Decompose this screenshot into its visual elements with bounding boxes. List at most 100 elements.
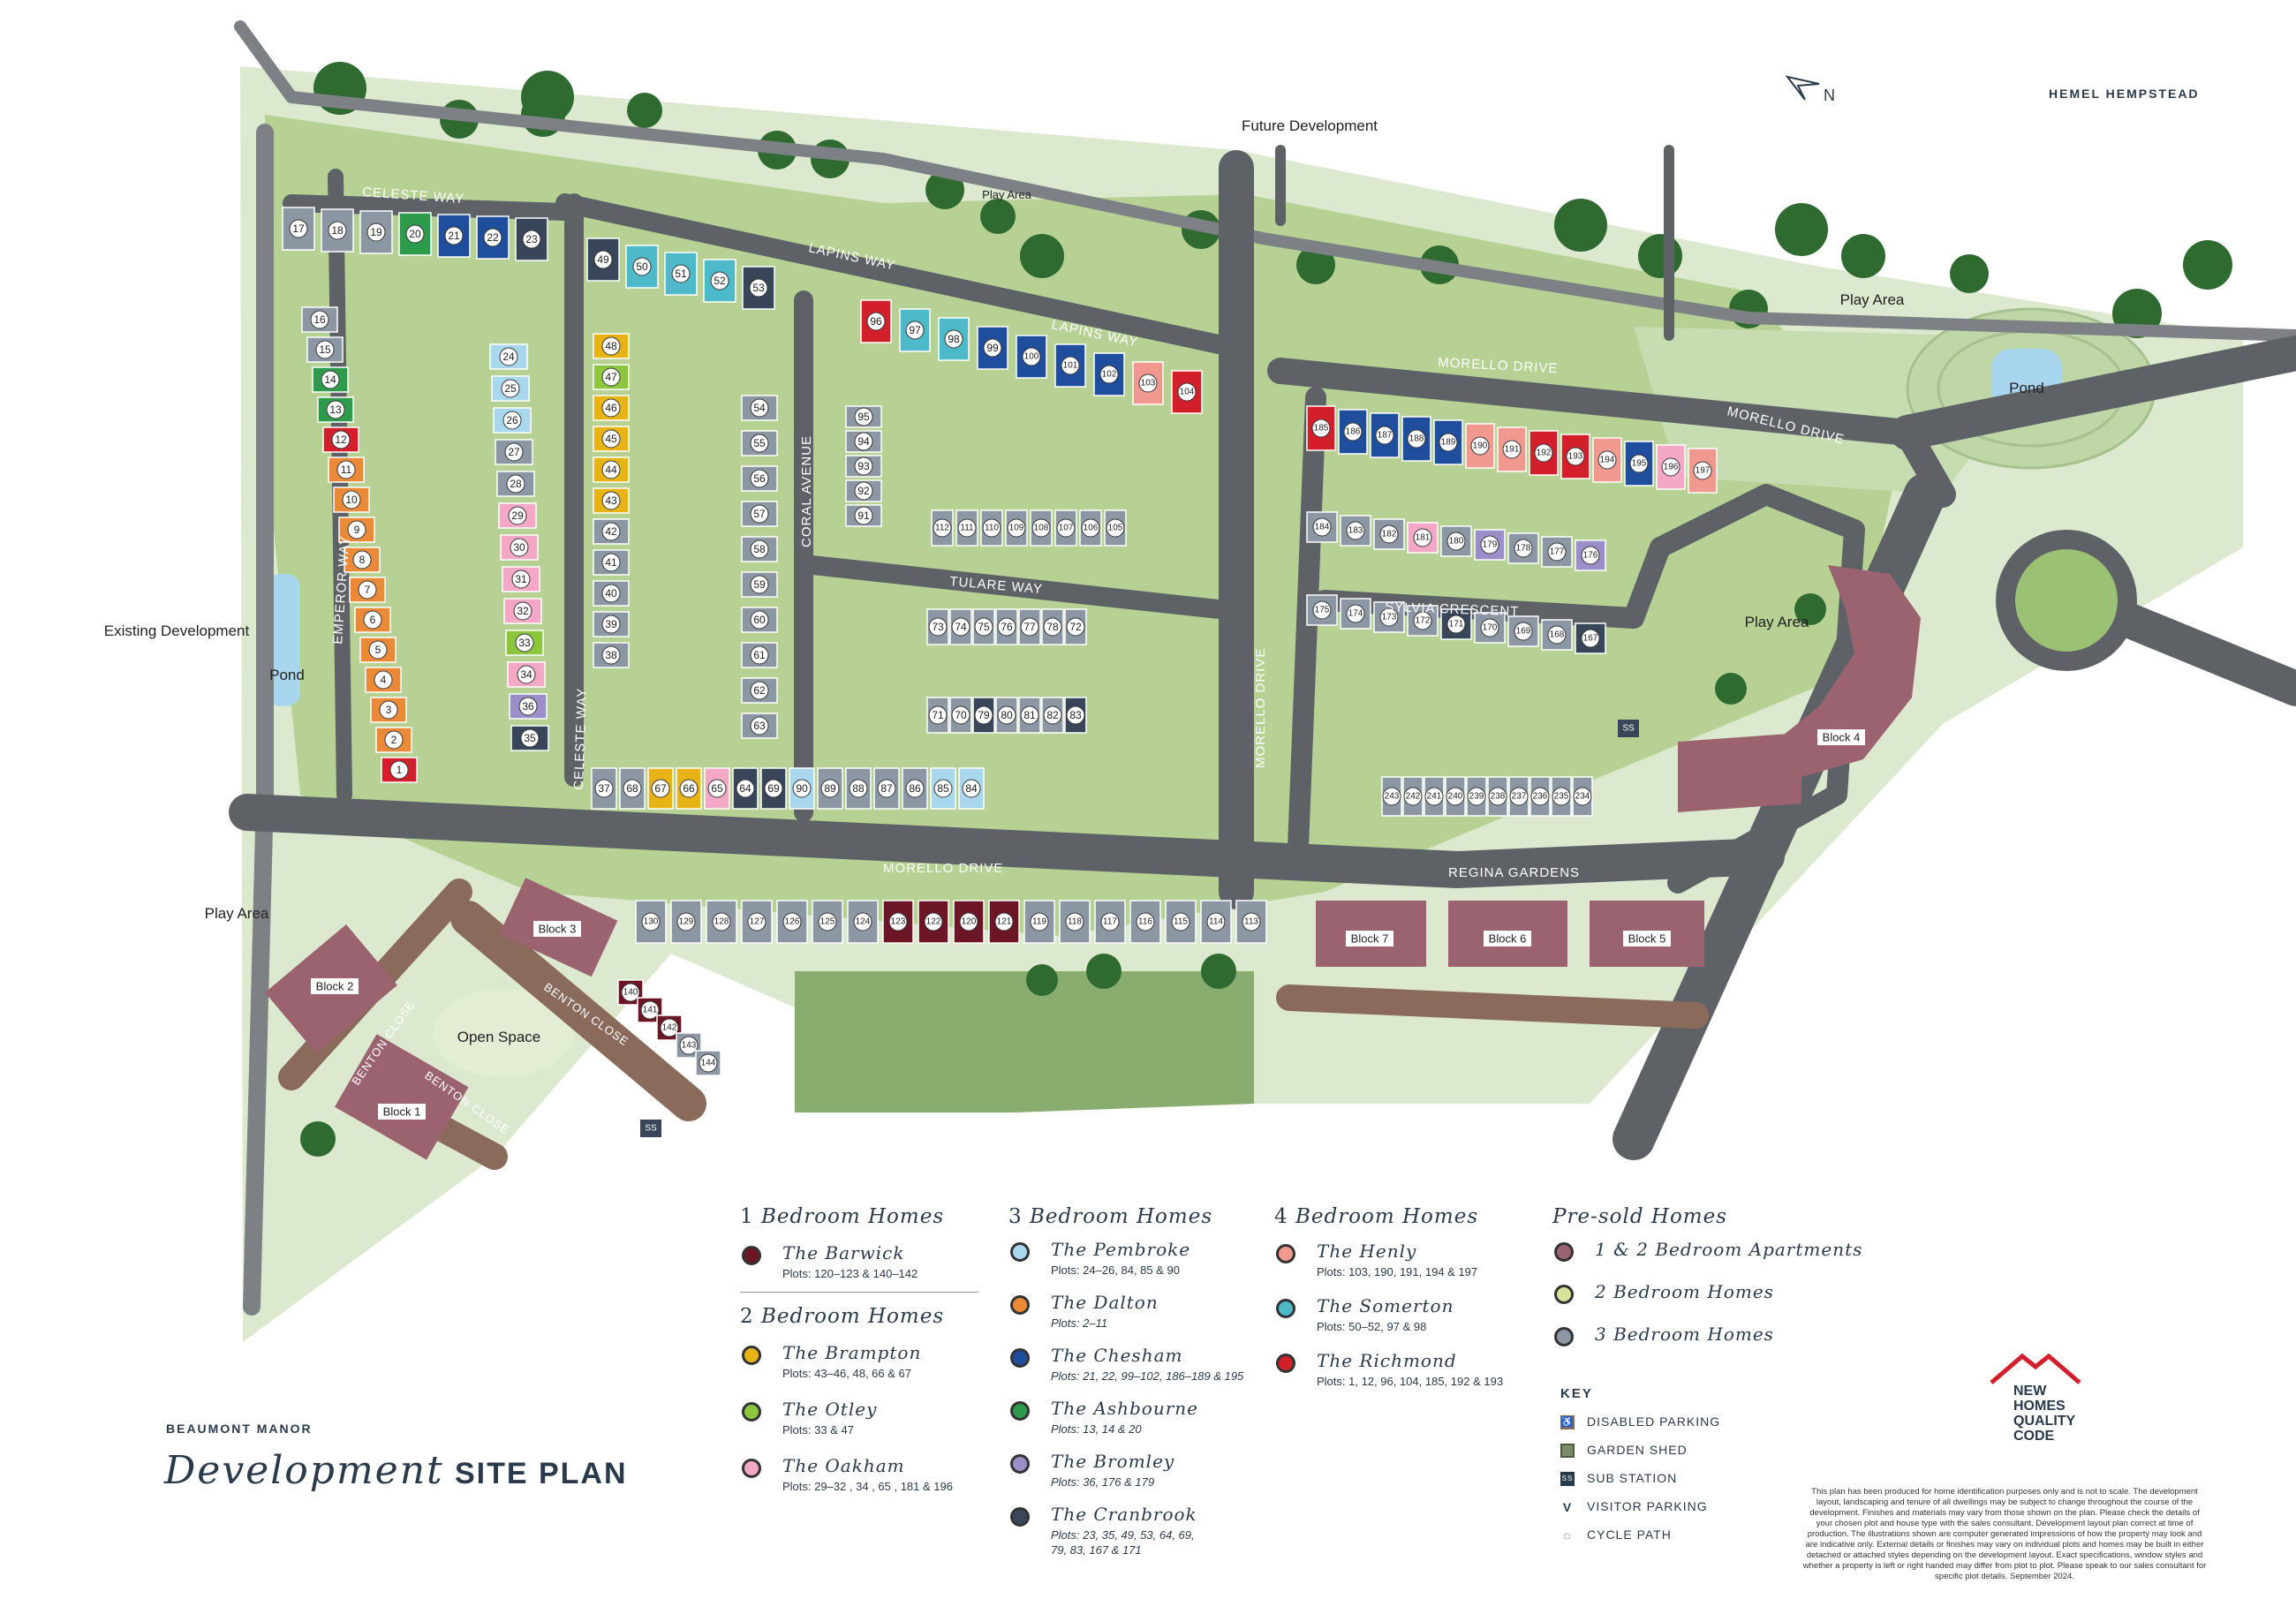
plot-53[interactable]: 53: [742, 266, 775, 310]
plot-27[interactable]: 27: [495, 439, 533, 465]
plot-29[interactable]: 29: [498, 502, 537, 529]
plot-107[interactable]: 107: [1054, 509, 1077, 547]
plot-71[interactable]: 71: [926, 697, 949, 734]
plot-85[interactable]: 85: [930, 767, 956, 810]
plot-108[interactable]: 108: [1030, 509, 1053, 547]
plot-176[interactable]: 176: [1575, 539, 1606, 571]
plot-174[interactable]: 174: [1340, 598, 1371, 630]
plot-11[interactable]: 11: [328, 456, 365, 483]
plot-73[interactable]: 73: [926, 608, 949, 645]
plot-48[interactable]: 48: [593, 333, 630, 359]
plot-236[interactable]: 236: [1529, 776, 1551, 817]
plot-115[interactable]: 115: [1165, 900, 1197, 944]
block-7[interactable]: Block 7: [1316, 901, 1426, 967]
plot-126[interactable]: 126: [776, 900, 808, 944]
plot-193[interactable]: 193: [1560, 434, 1590, 479]
plot-122[interactable]: 122: [918, 900, 949, 944]
plot-197[interactable]: 197: [1688, 448, 1718, 494]
plot-54[interactable]: 54: [741, 395, 778, 421]
plot-110[interactable]: 110: [980, 509, 1003, 547]
plot-109[interactable]: 109: [1005, 509, 1028, 547]
plot-167[interactable]: 167: [1575, 622, 1606, 654]
plot-182[interactable]: 182: [1373, 518, 1405, 550]
plot-234[interactable]: 234: [1572, 776, 1593, 817]
plot-76[interactable]: 76: [995, 608, 1018, 645]
plot-31[interactable]: 31: [502, 566, 540, 592]
plot-22[interactable]: 22: [476, 215, 510, 260]
plot-62[interactable]: 62: [741, 677, 778, 704]
plot-44[interactable]: 44: [593, 456, 630, 483]
plot-195[interactable]: 195: [1624, 441, 1654, 486]
plot-51[interactable]: 51: [664, 252, 698, 296]
plot-1[interactable]: 1: [381, 757, 418, 783]
block-4[interactable]: Block 4: [1678, 565, 1921, 812]
plot-105[interactable]: 105: [1104, 509, 1127, 547]
plot-117[interactable]: 117: [1094, 900, 1126, 944]
plot-28[interactable]: 28: [496, 471, 535, 497]
plot-14[interactable]: 14: [312, 366, 349, 393]
plot-74[interactable]: 74: [949, 608, 972, 645]
plot-240[interactable]: 240: [1445, 776, 1466, 817]
plot-194[interactable]: 194: [1592, 437, 1622, 483]
plot-63[interactable]: 63: [741, 713, 778, 739]
plot-32[interactable]: 32: [503, 598, 542, 624]
plot-7[interactable]: 7: [349, 577, 386, 603]
plot-143[interactable]: 143: [676, 1032, 702, 1059]
plot-77[interactable]: 77: [1018, 608, 1041, 645]
plot-177[interactable]: 177: [1541, 536, 1573, 568]
block-2[interactable]: Block 2: [265, 924, 397, 1054]
plot-113[interactable]: 113: [1235, 900, 1267, 944]
plot-45[interactable]: 45: [593, 426, 630, 452]
block-3[interactable]: Block 3: [499, 878, 618, 977]
plot-243[interactable]: 243: [1381, 776, 1402, 817]
plot-178[interactable]: 178: [1507, 532, 1539, 564]
plot-35[interactable]: 35: [510, 725, 549, 751]
plot-78[interactable]: 78: [1041, 608, 1064, 645]
plot-61[interactable]: 61: [741, 642, 778, 668]
plot-184[interactable]: 184: [1306, 511, 1338, 543]
plot-33[interactable]: 33: [505, 630, 544, 656]
plot-23[interactable]: 23: [515, 217, 548, 261]
plot-96[interactable]: 96: [860, 299, 892, 343]
plot-169[interactable]: 169: [1507, 615, 1539, 647]
plot-87[interactable]: 87: [873, 767, 900, 810]
plot-58[interactable]: 58: [741, 536, 778, 562]
plot-95[interactable]: 95: [845, 405, 882, 428]
plot-187[interactable]: 187: [1370, 412, 1400, 458]
plot-12[interactable]: 12: [322, 426, 359, 453]
plot-37[interactable]: 37: [591, 767, 617, 810]
plot-183[interactable]: 183: [1340, 515, 1371, 547]
plot-118[interactable]: 118: [1059, 900, 1091, 944]
plot-13[interactable]: 13: [317, 396, 354, 423]
plot-181[interactable]: 181: [1407, 522, 1439, 554]
plot-98[interactable]: 98: [938, 317, 970, 361]
block-5[interactable]: Block 5: [1590, 901, 1704, 967]
plot-111[interactable]: 111: [955, 509, 978, 547]
plot-101[interactable]: 101: [1054, 343, 1086, 388]
plot-171[interactable]: 171: [1440, 608, 1472, 640]
plot-238[interactable]: 238: [1487, 776, 1508, 817]
plot-97[interactable]: 97: [899, 308, 931, 352]
plot-93[interactable]: 93: [845, 455, 882, 478]
plot-83[interactable]: 83: [1064, 697, 1087, 734]
plot-84[interactable]: 84: [958, 767, 985, 810]
plot-34[interactable]: 34: [507, 661, 546, 688]
plot-72[interactable]: 72: [1064, 608, 1087, 645]
plot-188[interactable]: 188: [1401, 416, 1431, 462]
plot-237[interactable]: 237: [1508, 776, 1529, 817]
plot-17[interactable]: 17: [282, 207, 315, 251]
plot-104[interactable]: 104: [1171, 370, 1203, 414]
plot-24[interactable]: 24: [489, 343, 528, 370]
plot-40[interactable]: 40: [593, 580, 630, 607]
plot-75[interactable]: 75: [972, 608, 995, 645]
plot-36[interactable]: 36: [509, 693, 548, 720]
plot-18[interactable]: 18: [321, 208, 354, 253]
block-1[interactable]: Block 1: [335, 1034, 469, 1160]
plot-144[interactable]: 144: [695, 1050, 721, 1076]
plot-192[interactable]: 192: [1529, 430, 1559, 476]
plot-179[interactable]: 179: [1474, 529, 1506, 561]
plot-185[interactable]: 185: [1306, 405, 1336, 451]
plot-123[interactable]: 123: [882, 900, 914, 944]
plot-170[interactable]: 170: [1474, 612, 1506, 644]
plot-241[interactable]: 241: [1424, 776, 1445, 817]
